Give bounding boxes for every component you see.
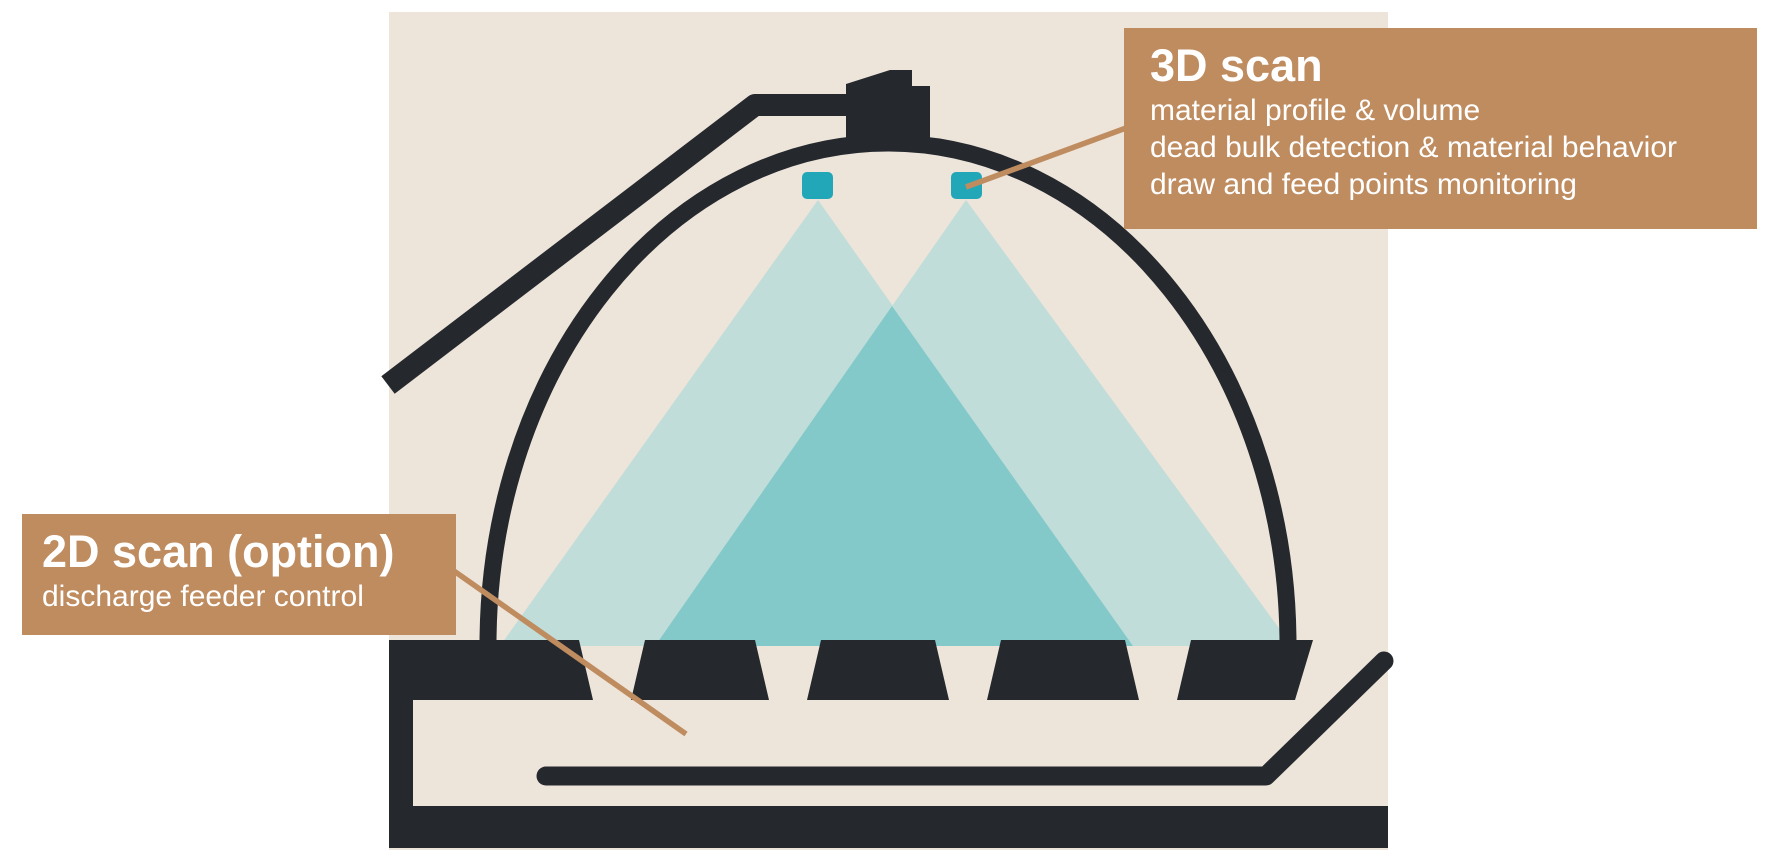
- scanner-3d-left-icon[interactable]: [802, 172, 833, 199]
- silo-floor: [413, 640, 1313, 700]
- callout-3d-line-1: material profile & volume: [1150, 94, 1481, 127]
- callout-2d-line-1: discharge feeder control: [42, 580, 364, 613]
- callout-2d-scan: 2D scan (option) discharge feeder contro…: [22, 514, 456, 635]
- feed-chute: [846, 70, 930, 142]
- scan-beams-3d: [500, 200, 1292, 646]
- scan-beam-overlap: [655, 306, 1133, 646]
- callout-2d-leader-line: [452, 568, 688, 737]
- infeed-conveyor[interactable]: [381, 94, 849, 394]
- callout-2d-title: 2D scan (option): [42, 526, 395, 577]
- ground-slab: [389, 806, 1388, 848]
- callout-3d-title: 3D scan: [1150, 40, 1323, 91]
- callout-3d-line-3: draw and feed points monitoring: [1150, 168, 1577, 201]
- callout-3d-scan: 3D scan material profile & volume dead b…: [1124, 28, 1757, 229]
- callout-3d-leader-line: [965, 125, 1127, 190]
- callout-3d-line-2: dead bulk detection & material behavior: [1150, 131, 1677, 164]
- discharge-conveyor[interactable]: [536, 651, 1394, 786]
- dome-shell: [479, 134, 1297, 646]
